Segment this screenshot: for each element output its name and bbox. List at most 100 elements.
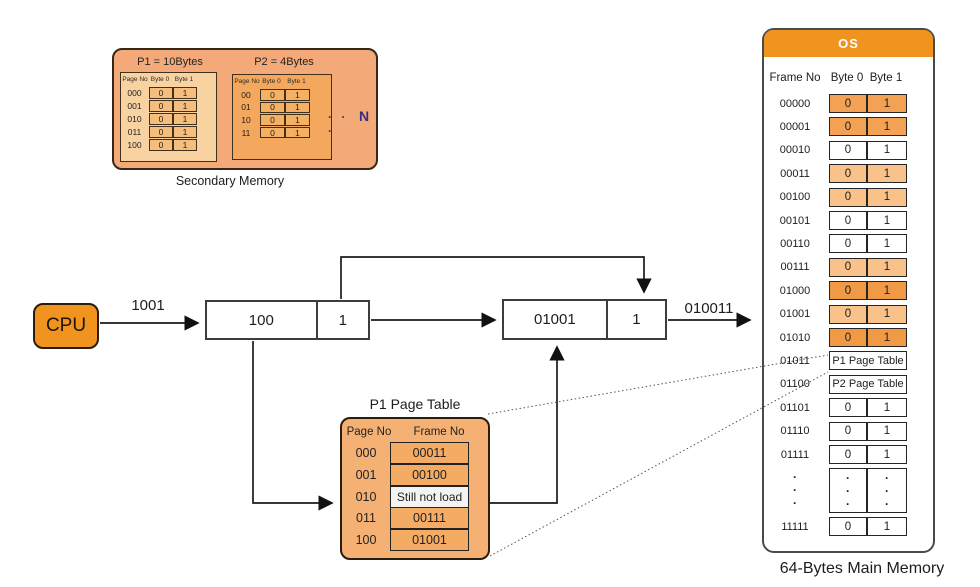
byte0-cell: 0 bbox=[829, 517, 867, 537]
page-no-label: 00 bbox=[241, 89, 251, 100]
byte0-cell: 0 bbox=[829, 398, 867, 418]
byte1-cell: 1 bbox=[867, 117, 907, 137]
column-header-byte1: Byte 1 bbox=[869, 72, 903, 84]
frame-no-label: 01111 bbox=[780, 448, 810, 461]
byte0-cell: 0 bbox=[829, 140, 867, 160]
page-no-label: 010 bbox=[355, 489, 377, 504]
frame-no-label: 00011 bbox=[780, 167, 810, 180]
frame-no-label: 01001 bbox=[779, 308, 811, 321]
frame-no-label: 01011 bbox=[780, 354, 810, 367]
column-header-byte0: Byte 0 bbox=[830, 72, 864, 84]
page-no-label: 011 bbox=[127, 126, 142, 137]
byte0-cell: 0 bbox=[829, 304, 867, 324]
byte1-cell: 1 bbox=[867, 281, 907, 301]
page-no-label: 001 bbox=[127, 100, 142, 111]
frame-no-label: 00001 bbox=[779, 120, 811, 133]
more-processes-ellipsis: · · · bbox=[328, 110, 349, 138]
byte1-cell: 1 bbox=[867, 328, 907, 347]
column-header-frame-no: Frame No bbox=[769, 72, 821, 84]
arrow-offset-bypass bbox=[340, 256, 652, 299]
p2-size-title: P2 = 4Bytes bbox=[254, 56, 314, 68]
physical-address-label: 010011 bbox=[684, 300, 734, 317]
page-no-label: 011 bbox=[356, 511, 376, 526]
frame-no-label: 01010 bbox=[779, 331, 811, 344]
byte1-cell: 1 bbox=[867, 164, 907, 184]
frame-no-cell: 00100 bbox=[390, 463, 469, 486]
byte1-cell: 1 bbox=[867, 257, 907, 277]
frame-no-label: 00100 bbox=[779, 191, 811, 204]
byte1-cell: 1 bbox=[867, 398, 907, 418]
column-header: Page No bbox=[122, 76, 148, 83]
byte1-cell: 1 bbox=[867, 234, 907, 254]
page-no-label: 001 bbox=[355, 467, 377, 482]
dot: · bbox=[846, 484, 850, 499]
byte1-cell: 1 bbox=[285, 126, 310, 139]
byte0-cell: 0 bbox=[260, 101, 285, 114]
logical-address-label: 1001 bbox=[131, 297, 165, 314]
frame-no-cell: 00011 bbox=[390, 442, 469, 464]
byte0-cell: 0 bbox=[829, 281, 867, 301]
os-label: OS bbox=[838, 36, 859, 51]
byte0-cell: 0 bbox=[829, 94, 867, 113]
byte0-ellipsis-cell: ··· bbox=[829, 468, 867, 514]
page-no-label: 100 bbox=[355, 533, 377, 548]
byte0-cell: 0 bbox=[829, 164, 867, 184]
page-table-frame-cell: P2 Page Table bbox=[829, 374, 907, 394]
p1-page-table-title: P1 Page Table bbox=[369, 396, 461, 412]
frame-no-label: 01110 bbox=[780, 425, 810, 438]
byte1-cell: 1 bbox=[867, 187, 907, 207]
byte0-cell: 0 bbox=[149, 100, 173, 112]
page-no-label: 01 bbox=[241, 102, 251, 113]
arrow-page-to-table bbox=[252, 341, 334, 511]
os-header-bar: OS bbox=[764, 30, 933, 57]
byte1-cell: 1 bbox=[867, 421, 907, 441]
byte1-cell: 1 bbox=[285, 89, 310, 101]
column-header-frame-no: Frame No bbox=[413, 426, 465, 438]
frame-no-label: 11111 bbox=[781, 520, 809, 533]
byte1-cell: 1 bbox=[867, 140, 907, 160]
p1-size-title: P1 = 10Bytes bbox=[137, 56, 203, 68]
frame-no-label: 01100 bbox=[780, 378, 810, 391]
column-header: Byte 0 bbox=[150, 76, 170, 83]
byte0-cell: 0 bbox=[829, 117, 867, 137]
frame-no-cell: Still not load bbox=[390, 485, 469, 508]
frame-no-label: 01000 bbox=[779, 284, 811, 297]
dot: · bbox=[885, 484, 889, 499]
byte1-cell: 1 bbox=[285, 114, 310, 126]
column-header: Page No bbox=[234, 78, 260, 85]
byte0-cell: 0 bbox=[149, 87, 173, 99]
main-memory-caption: 64-Bytes Main Memory bbox=[779, 560, 945, 577]
byte1-cell: 1 bbox=[867, 304, 907, 324]
byte0-cell: 0 bbox=[829, 211, 867, 230]
dot: · bbox=[846, 471, 850, 486]
dot: · bbox=[793, 496, 797, 511]
offset-cell: 1 bbox=[632, 311, 641, 328]
offset-cell: 1 bbox=[338, 311, 347, 329]
physical-address-register: 01001 1 bbox=[502, 299, 667, 340]
byte0-cell: 0 bbox=[149, 126, 173, 138]
page-no-label: 010 bbox=[127, 113, 142, 124]
page-no-label: 11 bbox=[241, 127, 251, 138]
byte1-cell: 1 bbox=[867, 94, 907, 113]
byte0-cell: 0 bbox=[260, 126, 285, 139]
byte0-cell: 0 bbox=[829, 445, 867, 464]
column-header: Byte 0 bbox=[262, 78, 281, 85]
byte0-cell: 0 bbox=[829, 328, 867, 347]
byte0-cell: 0 bbox=[149, 113, 173, 125]
page-number-cell: 100 bbox=[207, 302, 318, 338]
page-no-label: 10 bbox=[241, 114, 251, 125]
byte0-cell: 0 bbox=[829, 421, 867, 441]
page-table-frame-cell: P1 Page Table bbox=[829, 351, 907, 371]
cpu-box: CPU bbox=[33, 303, 99, 349]
column-header: Byte 1 bbox=[287, 78, 306, 85]
byte0-cell: 0 bbox=[829, 257, 867, 277]
byte1-cell: 1 bbox=[173, 126, 197, 138]
frame-no-label: 01101 bbox=[780, 401, 810, 414]
frame-no-cell: 01001 bbox=[390, 529, 469, 552]
byte1-cell: 1 bbox=[867, 211, 907, 230]
process-n-label: N bbox=[359, 108, 370, 124]
frame-no-ellipsis: ··· bbox=[766, 468, 824, 513]
page-no-label: 100 bbox=[127, 139, 142, 150]
